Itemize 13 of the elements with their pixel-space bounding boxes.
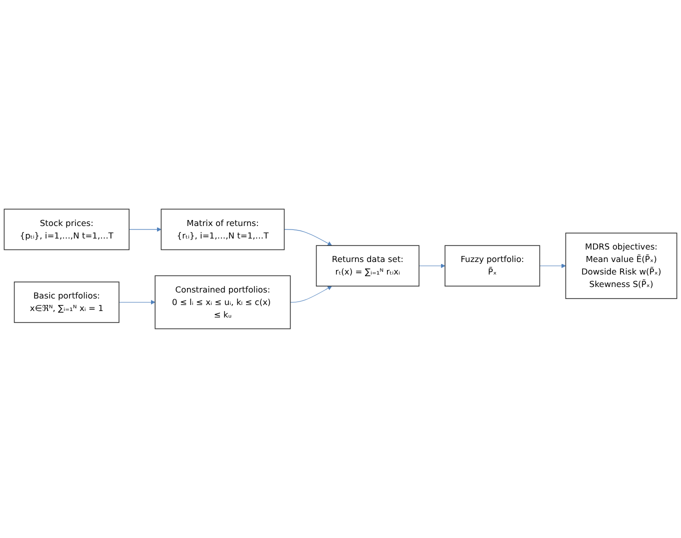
node-box: Fuzzy portfolio: P̃ₓ <box>444 245 540 287</box>
node-box: Basic portfolios: x∈ℜᴺ, ∑ᵢ₌₁ᴺ xᵢ = 1 <box>14 282 120 323</box>
node-box: MDRS objectives: Mean value Ẽ(P̃ₓ) Dowside Risk w(P̃ₓ) Skewness S(P̃ₓ) <box>565 232 678 300</box>
arrow <box>128 227 162 232</box>
node-box: Constrained portfolios: 0 ≤ lᵢ ≤ xᵢ ≤ uᵢ, kₗ ≤ c(x) ≤ kᵤ <box>154 275 291 330</box>
arrow <box>118 300 156 305</box>
arrow <box>290 286 332 303</box>
node-box: Returns data set: rₜ(x) = ∑ᵢ₌₁ᴺ rₜᵢxᵢ <box>316 245 420 287</box>
arrow <box>418 264 446 268</box>
node-box: Matrix of returns: {rₜᵢ}, i=1,…,N t=1,…T <box>160 208 285 250</box>
arrow <box>284 229 332 246</box>
node-box: Stock prices: {pₜᵢ}, i=1,…,N t=1,…T <box>4 208 130 250</box>
arrow <box>539 264 566 268</box>
